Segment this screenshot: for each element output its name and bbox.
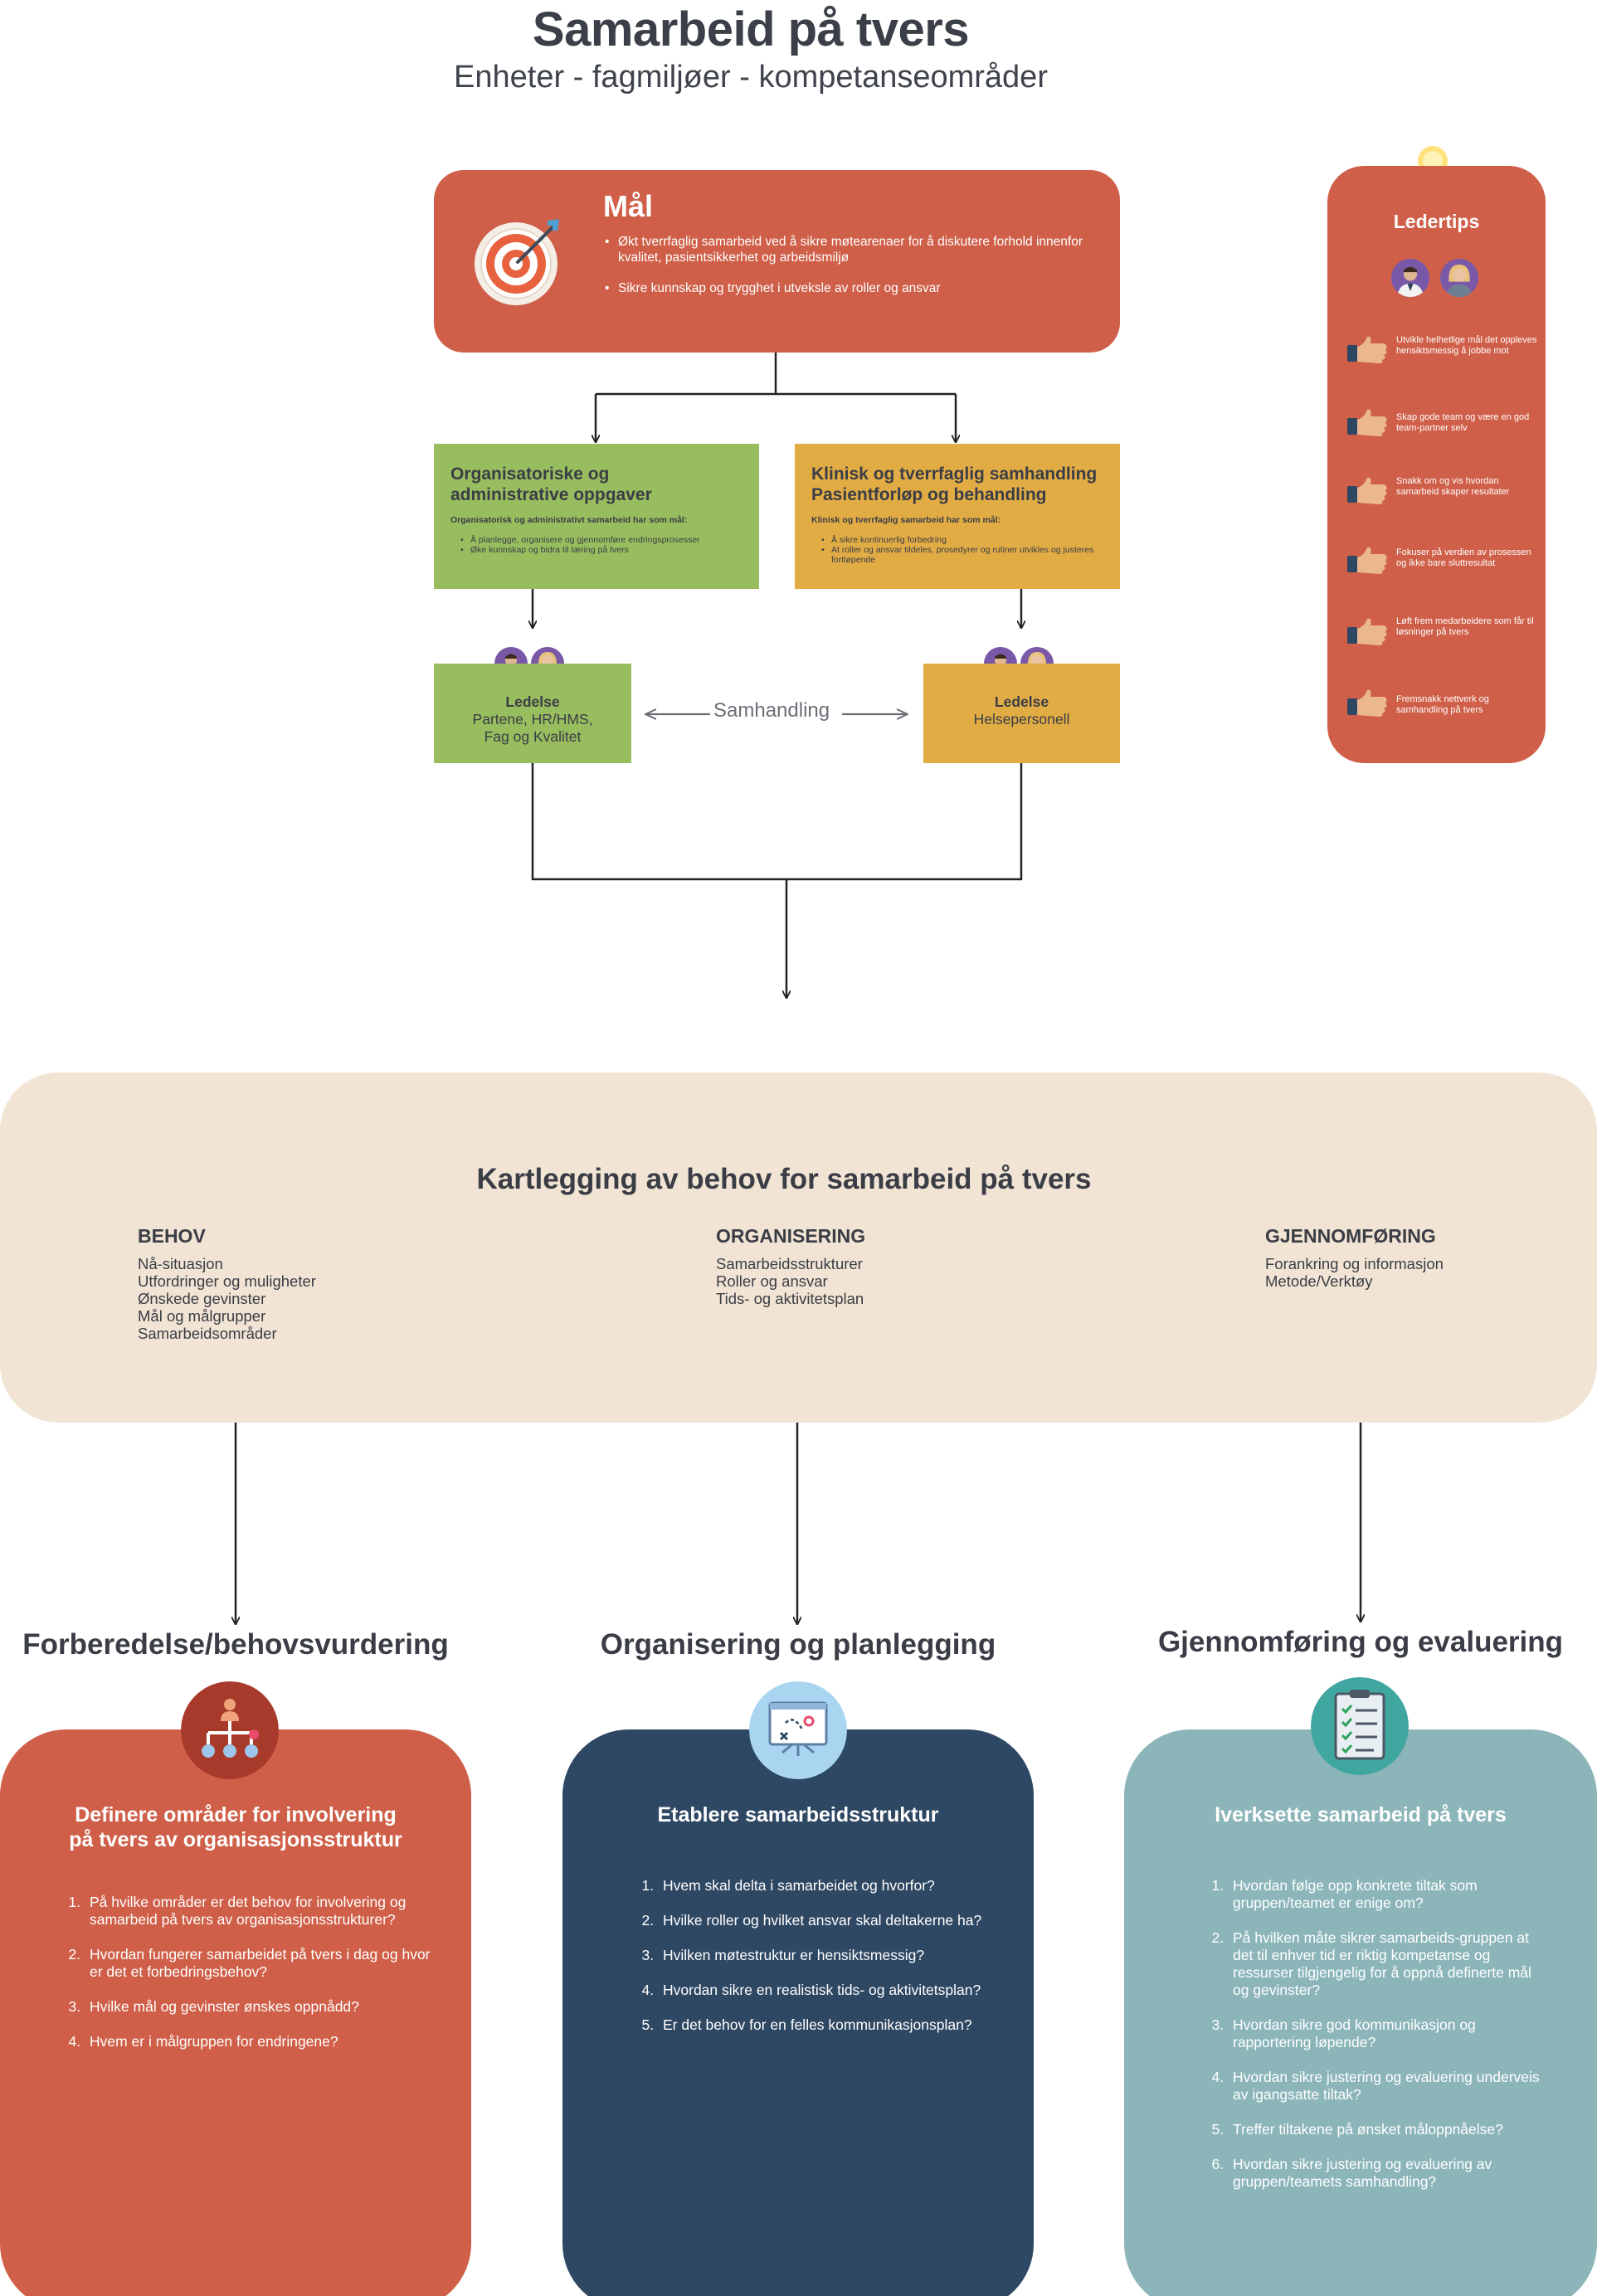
list-item: Hvordan fungerer samarbeidet på tvers i … <box>85 1946 438 1981</box>
samhandling-label: Samhandling <box>713 699 830 722</box>
kartlegging-organisering-column: ORGANISERING Samarbeidsstrukturer Roller… <box>716 1225 866 1308</box>
list-item: Hvilke roller og hvilket ansvar skal del… <box>658 1912 984 1929</box>
organisatoriske-lead: Organisatorisk og administrativt samarbe… <box>450 515 688 525</box>
tip-text: Løft frem medarbeidere som får til løsni… <box>1396 616 1534 637</box>
list-item: Hvordan sikre justering og evaluering un… <box>1228 2069 1547 2104</box>
thumbs-up-icon <box>1347 336 1387 363</box>
list-item: Hvordan følge opp konkrete tiltak som gr… <box>1228 1877 1547 1912</box>
avatar-man <box>1391 259 1429 297</box>
phase-card-gjennomforing: Iverksette samarbeid på tvers Hvordan fø… <box>1124 1729 1597 2296</box>
thumbs-up-icon <box>1347 477 1387 504</box>
organisatoriske-box: Organisatoriske og administrative oppgav… <box>434 444 759 589</box>
goal-title: Mål <box>603 189 654 223</box>
list-item: Hvordan sikre god kommunikasjon og rappo… <box>1228 2016 1547 2051</box>
list-item: Treffer tiltakene på ønsket måloppnåelse… <box>1228 2121 1547 2138</box>
column-heading: ORGANISERING <box>716 1225 866 1247</box>
column-item: Samarbeidsområder <box>138 1325 277 1342</box>
kartlegging-title: Kartlegging av behov for samarbeid på tv… <box>476 1163 1092 1195</box>
thumbs-up-icon <box>1347 547 1387 574</box>
list-item: Er det behov for en felles kommunikasjon… <box>658 2016 984 2034</box>
ledelse-left-title: Ledelse <box>505 693 560 710</box>
card-title: Iverksette samarbeid på tvers <box>1215 1803 1507 1827</box>
tip-text: Skap gode team og være en god team-partn… <box>1396 412 1530 433</box>
target-arrow-icon <box>475 219 559 305</box>
klinisk-box: Klinisk og tverrfaglig samhandling Pasie… <box>795 444 1120 589</box>
ledelse-left-box: Ledelse Partene, HR/HMS, Fag og Kvalitet <box>434 664 631 763</box>
column-heading: BEHOV <box>138 1225 206 1247</box>
checklist-clipboard-icon <box>1311 1677 1409 1775</box>
ledelse-right-title: Ledelse <box>994 693 1049 710</box>
ledelse-right-line1: Helsepersonell <box>973 711 1070 727</box>
column-item: Roller og ansvar <box>716 1272 828 1290</box>
card-title-line2: på tvers av organisasjonsstruktur <box>69 1828 402 1851</box>
thumbs-up-icon <box>1347 409 1387 436</box>
list-item: Hvilken møtestruktur er hensiktsmessig? <box>658 1947 984 1964</box>
column-heading: GJENNOMFØRING <box>1265 1225 1436 1247</box>
ledertips-panel <box>1327 166 1546 763</box>
phase-card-organisering: Etablere samarbeidsstruktur Hvem skal de… <box>562 1729 1034 2296</box>
question-list: På hvilke områder er det behov for invol… <box>85 1894 438 2050</box>
goal-list: Økt tverrfaglig samarbeid ved å sikre mø… <box>603 234 1093 311</box>
column-item: Samarbeidsstrukturer <box>716 1255 863 1272</box>
ledelse-left-line2: Fag og Kvalitet <box>484 728 582 745</box>
avatar-woman <box>1440 259 1478 297</box>
list-item: Hvordan sikre justering og evaluering av… <box>1228 2156 1547 2191</box>
organisatoriske-list: Å planlegge, organisere og gjennomføre e… <box>450 535 743 555</box>
list-item: At roller og ansvar tildeles, prosedyrer… <box>821 545 1103 565</box>
list-item: Å sikre kontinuerlig forbedring <box>821 535 1103 545</box>
phase-card-forberedelse: Definere områder for involvering på tver… <box>0 1729 471 2296</box>
klinisk-lead: Klinisk og tverrfaglig samarbeid har som… <box>811 515 1001 525</box>
organisatoriske-title: Organisatoriske og administrative oppgav… <box>450 464 743 505</box>
phase-title-gjennomforing: Gjennomføring og evaluering <box>1157 1626 1564 1658</box>
phase-title-organisering: Organisering og planlegging <box>600 1628 996 1661</box>
list-item: Hvem skal delta i samarbeidet og hvorfor… <box>658 1877 984 1895</box>
organisatoriske-title-line2: administrative oppgaver <box>450 485 652 504</box>
list-item: Hvilke mål og gevinster ønskes oppnådd? <box>85 1998 438 2016</box>
kartlegging-gjennomforing-column: GJENNOMFØRING Forankring og informasjon … <box>1265 1225 1444 1291</box>
column-item: Mål og målgrupper <box>138 1307 266 1325</box>
list-item: På hvilke områder er det behov for invol… <box>85 1894 438 1929</box>
column-item: Tids- og aktivitetsplan <box>716 1290 864 1307</box>
klinisk-title-line1: Klinisk og tverrfaglig samhandling <box>811 465 1098 484</box>
strategy-board-icon <box>749 1681 847 1779</box>
column-item: Ønskede gevinster <box>138 1290 266 1307</box>
klinisk-title: Klinisk og tverrfaglig samhandling Pasie… <box>811 464 1103 505</box>
kartlegging-behov-column: BEHOV Nå-situasjon Utfordringer og mulig… <box>138 1225 316 1343</box>
list-item: På hvilken måte sikrer samarbeids-gruppe… <box>1228 1929 1547 1999</box>
tip-text: Utvikle helhetlige mål det oppleves hens… <box>1396 335 1537 356</box>
thumbs-up-icon <box>1347 689 1387 717</box>
list-item: Øke kunnskap og bidra til læring på tver… <box>460 545 743 555</box>
organisatoriske-title-line1: Organisatoriske og <box>450 465 610 484</box>
klinisk-list: Å sikre kontinuerlig forbedring At rolle… <box>811 535 1103 565</box>
thumbs-up-icon <box>1347 618 1387 645</box>
tip-text: Fremsnakk nettverk og samhandling på tve… <box>1396 694 1489 715</box>
list-item: Hvordan sikre en realistisk tids- og akt… <box>658 1982 984 1999</box>
column-item: Utfordringer og muligheter <box>138 1272 316 1290</box>
ledelse-left-line1: Partene, HR/HMS, <box>472 711 593 727</box>
column-item: Forankring og informasjon <box>1265 1255 1444 1272</box>
list-item: Hvem er i målgruppen for endringene? <box>85 2033 438 2050</box>
ledelse-right-box: Ledelse Helsepersonell <box>923 664 1120 763</box>
phase-title-forberedelse: Forberedelse/behovsvurdering <box>22 1628 449 1661</box>
org-hierarchy-icon <box>181 1681 279 1779</box>
card-title: Etablere samarbeidsstruktur <box>657 1803 939 1827</box>
list-item: Å planlegge, organisere og gjennomføre e… <box>460 535 743 545</box>
klinisk-title-line2: Pasientforløp og behandling <box>811 485 1047 504</box>
question-list: Hvordan følge opp konkrete tiltak som gr… <box>1228 1877 1547 2191</box>
kartlegging-panel <box>0 1073 1597 1423</box>
page-subtitle: Enheter - fagmiljøer - kompetanseområder <box>454 60 1048 95</box>
card-title-line1: Definere områder for involvering <box>75 1803 397 1827</box>
card-title: Definere områder for involvering på tver… <box>0 1802 471 1852</box>
tip-text: Snakk om og vis hvordan samarbeid skaper… <box>1396 476 1510 497</box>
goal-item: Økt tverrfaglig samarbeid ved å sikre mø… <box>603 234 1093 265</box>
tip-text: Fokuser på verdien av prosessen og ikke … <box>1396 547 1531 568</box>
column-item: Metode/Verktøy <box>1265 1272 1373 1290</box>
ledertips-title: Ledertips <box>1393 211 1480 232</box>
goal-item: Sikre kunnskap og trygghet i utveksle av… <box>603 280 1093 296</box>
question-list: Hvem skal delta i samarbeidet og hvorfor… <box>658 1877 984 2034</box>
page-title: Samarbeid på tvers <box>532 2 970 56</box>
column-item: Nå-situasjon <box>138 1255 223 1272</box>
